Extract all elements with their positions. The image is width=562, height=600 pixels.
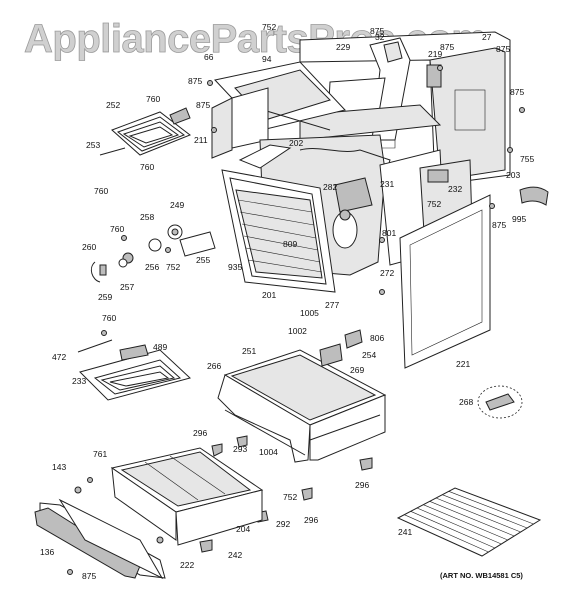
part-label: 875 bbox=[440, 42, 454, 52]
part-label: 760 bbox=[102, 313, 116, 323]
drawer-body bbox=[110, 447, 264, 546]
part-label: 269 bbox=[350, 365, 364, 375]
part-label: 201 bbox=[262, 290, 276, 300]
side-panel-221 bbox=[399, 194, 491, 369]
part-label: 254 bbox=[362, 350, 376, 360]
rack-wire bbox=[410, 511, 496, 549]
part-label: 136 bbox=[40, 547, 54, 557]
part-label: 806 bbox=[370, 333, 384, 343]
part-label: 32 bbox=[375, 32, 385, 42]
part-label: 296 bbox=[355, 480, 369, 490]
part-label: 755 bbox=[520, 154, 534, 164]
part-label: 94 bbox=[262, 54, 272, 64]
part-label: 809 bbox=[283, 239, 297, 249]
part-label: 1002 bbox=[288, 326, 307, 336]
part-label: 995 bbox=[512, 214, 526, 224]
rack-wire bbox=[429, 501, 515, 537]
part-label: 760 bbox=[110, 224, 124, 234]
part-label: 282 bbox=[323, 182, 337, 192]
part-label: 268 bbox=[459, 397, 473, 407]
part-label: 1005 bbox=[300, 308, 319, 318]
rack-wire bbox=[448, 491, 534, 525]
part-label: 221 bbox=[456, 359, 470, 369]
part-label: 232 bbox=[448, 184, 462, 194]
rack-wire bbox=[442, 494, 528, 529]
part-label: 233 bbox=[72, 376, 86, 386]
part-label: 761 bbox=[93, 449, 107, 459]
part-label: 277 bbox=[325, 300, 339, 310]
part-label: 251 bbox=[242, 346, 256, 356]
part-label: 760 bbox=[140, 162, 154, 172]
part-label: 229 bbox=[336, 42, 350, 52]
vent-268 bbox=[477, 385, 523, 419]
part-label: 219 bbox=[428, 49, 442, 59]
part-label: 292 bbox=[276, 519, 290, 529]
oven-front-frame bbox=[221, 169, 336, 293]
part-label: 489 bbox=[153, 342, 167, 352]
part-label: 242 bbox=[228, 550, 242, 560]
part-label: 1004 bbox=[259, 447, 278, 457]
drawer-frame bbox=[217, 329, 387, 463]
oven-rack bbox=[396, 487, 542, 557]
part-label: 202 bbox=[289, 138, 303, 148]
part-label: 259 bbox=[98, 292, 112, 302]
rack-wire bbox=[435, 497, 521, 533]
part-label: 272 bbox=[380, 268, 394, 278]
part-label: 875 bbox=[188, 76, 202, 86]
part-label: 875 bbox=[370, 26, 384, 36]
part-label: 204 bbox=[236, 524, 250, 534]
part-label: 231 bbox=[380, 179, 394, 189]
part-label: 241 bbox=[398, 527, 412, 537]
rack-wire bbox=[404, 514, 489, 553]
part-label: 211 bbox=[194, 135, 208, 145]
part-label: 752 bbox=[262, 22, 276, 32]
part-label: 875 bbox=[492, 220, 506, 230]
drawer-front bbox=[34, 498, 166, 580]
part-label: 260 bbox=[82, 242, 96, 252]
part-label: 875 bbox=[510, 87, 524, 97]
part-label: 801 bbox=[382, 228, 396, 238]
part-label: 266 bbox=[207, 361, 221, 371]
part-label: 258 bbox=[140, 212, 154, 222]
part-label: 296 bbox=[304, 515, 318, 525]
part-label: 875 bbox=[496, 44, 510, 54]
part-label: 472 bbox=[52, 352, 66, 362]
part-label: 143 bbox=[52, 462, 66, 472]
part-label: 760 bbox=[94, 186, 108, 196]
part-label: 296 bbox=[193, 428, 207, 438]
rack-wire bbox=[416, 507, 502, 545]
part-label: 252 bbox=[106, 100, 120, 110]
part-label: 752 bbox=[283, 492, 297, 502]
part-label: 66 bbox=[204, 52, 214, 62]
part-label: 752 bbox=[427, 199, 441, 209]
small-hardware-mid bbox=[67, 435, 373, 575]
part-label: 935 bbox=[228, 262, 242, 272]
part-label: 875 bbox=[82, 571, 96, 581]
small-hardware-top bbox=[207, 65, 525, 295]
art-number: (ART NO. WB14581 C5) bbox=[440, 571, 523, 580]
part-label: 752 bbox=[166, 262, 180, 272]
part-label: 27 bbox=[482, 32, 492, 42]
rack-wire bbox=[423, 504, 508, 541]
part-label: 249 bbox=[170, 200, 184, 210]
part-label: 203 bbox=[506, 170, 520, 180]
broil-element bbox=[99, 107, 192, 156]
part-label: 875 bbox=[196, 100, 210, 110]
part-label: 293 bbox=[233, 444, 247, 454]
knob-parts bbox=[90, 224, 216, 283]
part-label: 760 bbox=[146, 94, 160, 104]
part-label: 253 bbox=[86, 140, 100, 150]
part-label: 256 bbox=[145, 262, 159, 272]
clip-995 bbox=[519, 186, 549, 206]
left-side-panel bbox=[211, 87, 269, 159]
part-label: 222 bbox=[180, 560, 194, 570]
bake-element bbox=[77, 330, 191, 401]
part-label: 257 bbox=[120, 282, 134, 292]
part-label: 255 bbox=[196, 255, 210, 265]
